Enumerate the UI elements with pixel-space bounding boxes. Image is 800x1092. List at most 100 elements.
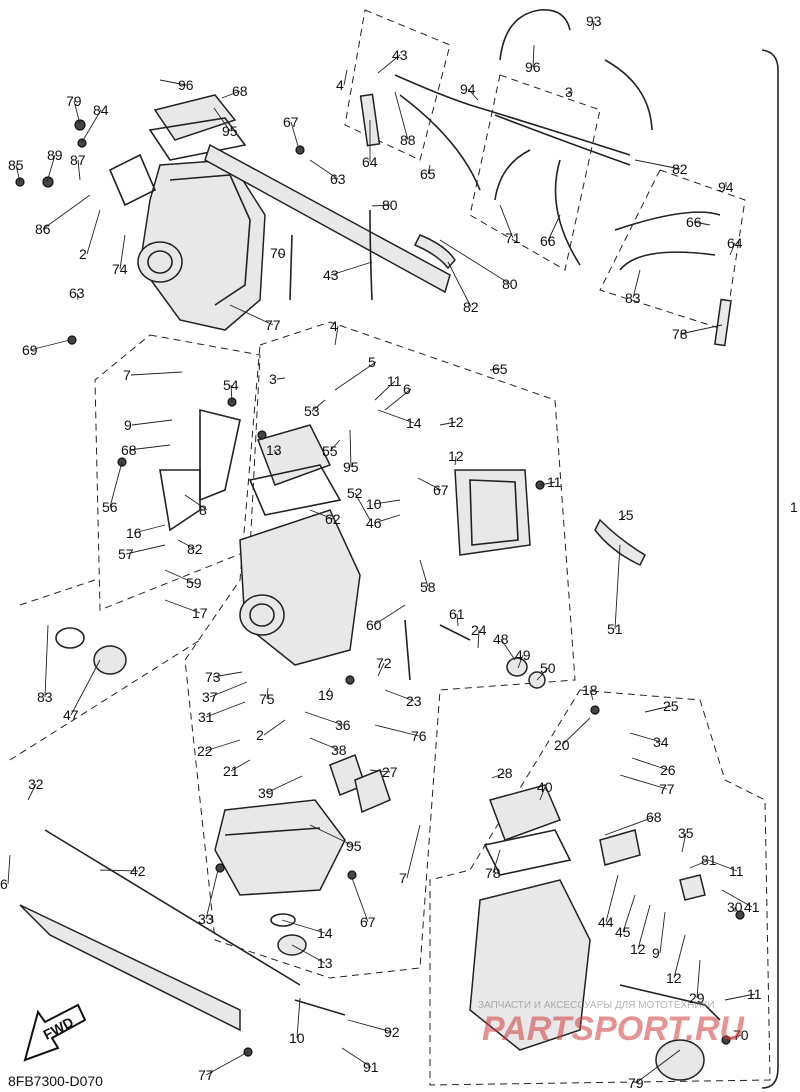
part-callout-10: 10 — [366, 496, 382, 512]
part-callout-78: 78 — [485, 865, 501, 881]
leader-line — [619, 514, 627, 521]
leader-line — [281, 919, 326, 934]
part-callout-49: 49 — [515, 647, 531, 663]
part-callout-77: 77 — [198, 1067, 214, 1083]
leader-line — [213, 107, 231, 132]
leader-line — [309, 824, 355, 847]
part-callout-70: 70 — [270, 245, 286, 261]
leader-line — [46, 154, 56, 183]
leader-line — [209, 681, 248, 698]
leader-line — [86, 209, 101, 255]
leader-line — [354, 492, 371, 521]
watermark: ЗАПЧАСТИ И АКСЕССУАРЫ ДЛЯ МОТОТЕХНИКИ PA… — [478, 1000, 745, 1048]
part-callout-77: 77 — [265, 317, 281, 333]
leader-line — [70, 659, 101, 716]
part-callout-46: 46 — [366, 515, 382, 531]
leader-line — [159, 79, 187, 86]
leader-line — [81, 109, 102, 143]
part-callout-69: 69 — [22, 342, 38, 358]
part-callout-6: 6 — [403, 381, 411, 397]
part-callout-86: 86 — [35, 221, 51, 237]
leader-line — [230, 384, 233, 403]
part-callout-89: 89 — [47, 147, 63, 163]
part-callout-62: 62 — [325, 511, 341, 527]
part-callout-29: 29 — [689, 990, 705, 1006]
leader-line — [517, 654, 524, 669]
fwd-arrow: FWD — [23, 1003, 87, 1062]
part-callout-25: 25 — [663, 698, 679, 714]
leader-line — [230, 759, 251, 772]
part-callout-13: 13 — [266, 442, 282, 458]
rails-and-shafts — [19, 143, 471, 1032]
part-callout-58: 58 — [420, 579, 436, 595]
part-callout-68: 68 — [646, 809, 662, 825]
leader-line — [629, 732, 662, 743]
leader-line — [489, 368, 501, 371]
part-callout-48: 48 — [493, 631, 509, 647]
leader-line — [343, 69, 348, 86]
part-callout-55: 55 — [322, 443, 338, 459]
leader-line — [500, 638, 516, 661]
leader-line — [205, 1051, 249, 1076]
leader-line — [394, 91, 409, 141]
part-callout-38: 38 — [331, 742, 347, 758]
leader-line — [373, 604, 406, 626]
diagram-code: 8FB7300-D070 — [8, 1073, 103, 1089]
leader-line — [561, 717, 591, 746]
leader-line — [229, 304, 274, 326]
leader-line — [619, 774, 668, 790]
part-callout-5: 5 — [368, 354, 376, 370]
part-callout-7: 7 — [399, 870, 407, 886]
part-callout-95: 95 — [343, 459, 359, 475]
part-callout-44: 44 — [598, 914, 614, 930]
part-callout-22: 22 — [197, 743, 213, 759]
part-callout-2: 2 — [79, 246, 87, 262]
part-callout-43: 43 — [392, 47, 408, 63]
part-callout-8: 8 — [199, 502, 207, 518]
part-callout-2: 2 — [256, 727, 264, 743]
part-callout-4: 4 — [330, 318, 338, 334]
leader-line — [447, 261, 472, 308]
leader-line — [273, 449, 279, 456]
leader-line — [290, 121, 299, 147]
part-callout-14: 14 — [406, 415, 422, 431]
part-callout-91: 91 — [363, 1059, 379, 1075]
leader-line — [99, 869, 139, 872]
part-callout-13: 13 — [317, 955, 333, 971]
leader-line — [184, 494, 208, 511]
part-callout-94: 94 — [718, 179, 734, 195]
leader-line — [377, 54, 401, 74]
part-callout-23: 23 — [406, 693, 422, 709]
assembly-bracket — [761, 49, 779, 1089]
part-callout-17: 17 — [192, 605, 208, 621]
leader-line — [329, 439, 341, 452]
part-callout-6: 6 — [0, 876, 8, 892]
part-callout-11: 11 — [387, 373, 402, 389]
part-callout-81: 81 — [701, 852, 717, 868]
leader-line — [265, 775, 303, 794]
leader-line — [439, 239, 511, 285]
part-callout-53: 53 — [304, 403, 320, 419]
carburetor-upper — [108, 94, 266, 331]
part-callout-37: 37 — [202, 689, 218, 705]
leader-line — [693, 221, 711, 226]
leader-line — [632, 269, 641, 299]
part-callout-82: 82 — [672, 161, 688, 177]
part-callout-39: 39 — [258, 785, 274, 801]
leader-line — [276, 377, 286, 380]
part-callout-59: 59 — [186, 575, 202, 591]
leader-line — [384, 388, 412, 411]
part-callout-65: 65 — [492, 361, 508, 377]
leader-line — [164, 569, 195, 584]
leader-line — [456, 613, 459, 627]
part-callout-7: 7 — [123, 367, 131, 383]
leader-line — [309, 509, 334, 520]
part-callout-32: 32 — [28, 776, 44, 792]
leader-line — [539, 786, 546, 801]
part-callout-79: 79 — [628, 1075, 644, 1091]
part-callout-21: 21 — [223, 763, 239, 779]
part-callout-84: 84 — [93, 102, 109, 118]
part-callout-65: 65 — [420, 166, 436, 182]
